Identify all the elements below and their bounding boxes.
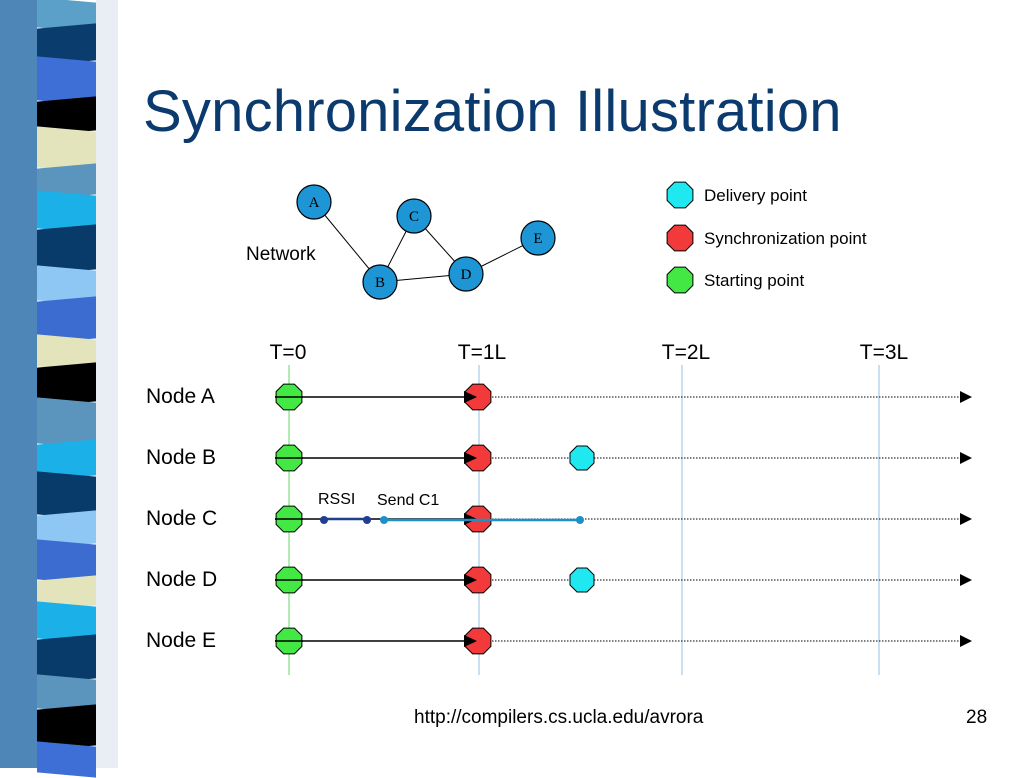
sync-arrow-icon (464, 635, 477, 647)
network-node-a: A (296, 184, 332, 220)
node-row-label: Node D (146, 568, 217, 591)
legend-item: Starting point (666, 266, 804, 294)
sync-arrow-icon (464, 391, 477, 403)
send-c1-label: Send C1 (377, 492, 439, 509)
network-node-d: D (448, 256, 484, 292)
timeline-arrow-icon (960, 391, 972, 403)
network-label: Network (246, 244, 316, 265)
segment-endpoint-dot (576, 516, 584, 524)
timeline: T=0 T=1L T=2L T=3L Node A Node B Node C Node D… (146, 341, 972, 675)
rssi-label: RSSI (318, 491, 355, 508)
time-label: T=1L (458, 341, 506, 364)
segment-endpoint-dot (380, 516, 388, 524)
legend-item: Delivery point (666, 181, 807, 209)
time-label: T=0 (270, 341, 307, 364)
network-node-label: E (533, 231, 542, 247)
sidebar-strip-outer (0, 0, 37, 768)
node-row: Node E (146, 627, 972, 655)
node-row: Node D (146, 566, 972, 594)
segment-endpoint-dot (363, 516, 371, 524)
sync-arrow-icon (464, 452, 477, 464)
sync-arrow-icon (464, 574, 477, 586)
network-graph: A C E D B Network (246, 184, 556, 300)
node-row-label: Node E (146, 629, 216, 652)
slide-title: Synchronization Illustration (143, 79, 842, 144)
timeline-arrow-icon (960, 574, 972, 586)
legend-label: Delivery point (704, 186, 807, 205)
network-node-label: A (309, 195, 320, 211)
network-node-b: B (362, 264, 398, 300)
network-node-c: C (396, 198, 432, 234)
network-node-label: D (461, 267, 472, 283)
segment-endpoint-dot (320, 516, 328, 524)
legend-label: Starting point (704, 271, 804, 290)
node-row-label: Node B (146, 446, 216, 469)
legend-octagon-icon (666, 181, 694, 209)
time-label: T=2L (662, 341, 710, 364)
page-number: 28 (966, 707, 988, 728)
legend-octagon-icon (666, 224, 694, 252)
time-label: T=3L (860, 341, 908, 364)
node-row-label: Node A (146, 385, 215, 408)
delivery-point-marker (569, 445, 595, 471)
legend-label: Synchronization point (704, 229, 867, 248)
node-row: Node A (146, 383, 972, 411)
network-node-e: E (520, 220, 556, 256)
sidebar-strip-inner (96, 0, 118, 768)
timeline-arrow-icon (960, 452, 972, 464)
timeline-arrow-icon (960, 635, 972, 647)
network-node-label: B (375, 275, 385, 291)
timeline-arrow-icon (960, 513, 972, 525)
delivery-point-marker (569, 567, 595, 593)
legend-item: Synchronization point (666, 224, 867, 252)
footer-url: http://compilers.cs.ucla.edu/avrora (414, 707, 704, 728)
node-row-label: Node C (146, 507, 217, 530)
network-node-label: C (409, 209, 419, 225)
node-row: Node B (146, 444, 972, 472)
decorative-sidebar (0, 0, 120, 778)
legend-octagon-icon (666, 266, 694, 294)
